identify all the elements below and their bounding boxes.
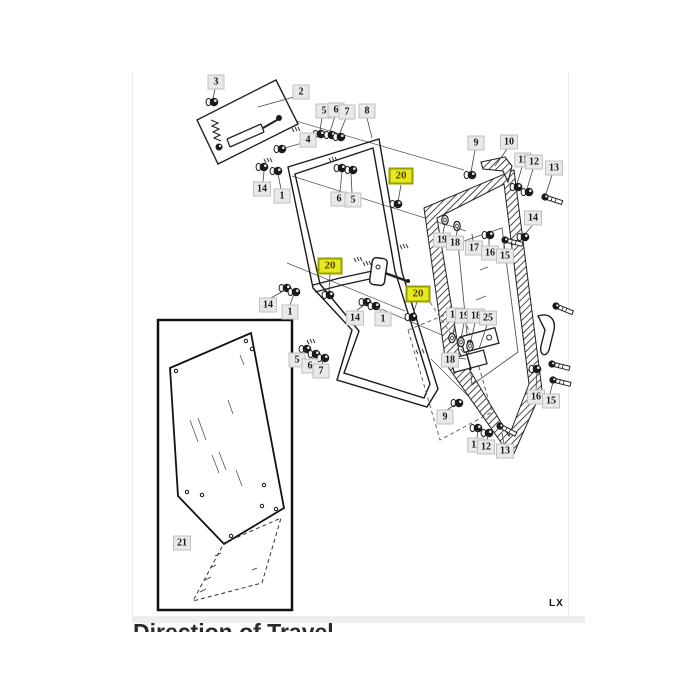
part-label-12[interactable]: 12: [477, 439, 495, 455]
part-label-15[interactable]: 15: [542, 393, 560, 409]
part-label-9[interactable]: 9: [467, 135, 485, 151]
figure-code: LX: [549, 598, 564, 609]
part-label-4[interactable]: 4: [299, 132, 317, 148]
part-label-9[interactable]: 9: [436, 409, 454, 425]
part-label-1[interactable]: 1: [281, 304, 299, 320]
part-label-1[interactable]: 1: [374, 311, 392, 327]
door-latch: [368, 256, 410, 287]
part-label-20[interactable]: 20: [388, 167, 414, 185]
part-label-2[interactable]: 2: [292, 84, 310, 100]
door-handle: [480, 156, 513, 184]
part-label-14[interactable]: 14: [524, 210, 542, 226]
part-label-8[interactable]: 8: [358, 103, 376, 119]
part-label-20[interactable]: 20: [405, 285, 431, 303]
caption-direction-of-travel: Direction of Travel: [133, 623, 433, 632]
part-label-14[interactable]: 14: [259, 297, 277, 313]
part-label-10[interactable]: 10: [500, 134, 518, 150]
part-label-5[interactable]: 5: [344, 192, 362, 208]
part-label-1[interactable]: 1: [273, 188, 291, 204]
part-label-7[interactable]: 7: [338, 104, 356, 120]
clamp-bracket: [537, 314, 556, 356]
part-label-12[interactable]: 12: [525, 154, 543, 170]
part-label-3[interactable]: 3: [207, 74, 225, 90]
part-label-14[interactable]: 14: [346, 310, 364, 326]
part-label-15[interactable]: 15: [496, 248, 514, 264]
part-label-18[interactable]: 18: [441, 352, 459, 368]
part-label-20[interactable]: 20: [317, 257, 343, 275]
caption-divider: [132, 616, 585, 623]
part-label-14[interactable]: 14: [253, 181, 271, 197]
part-label-21[interactable]: 21: [173, 535, 191, 551]
part-label-13[interactable]: 13: [545, 160, 563, 176]
part-label-25[interactable]: 25: [479, 310, 497, 326]
gas-strut-panel: [196, 79, 299, 165]
glass-panel-inset: [156, 318, 294, 612]
door-frame: [287, 138, 439, 408]
part-label-13[interactable]: 13: [496, 443, 514, 459]
part-label-7[interactable]: 7: [312, 363, 330, 379]
part-label-18[interactable]: 18: [446, 235, 464, 251]
